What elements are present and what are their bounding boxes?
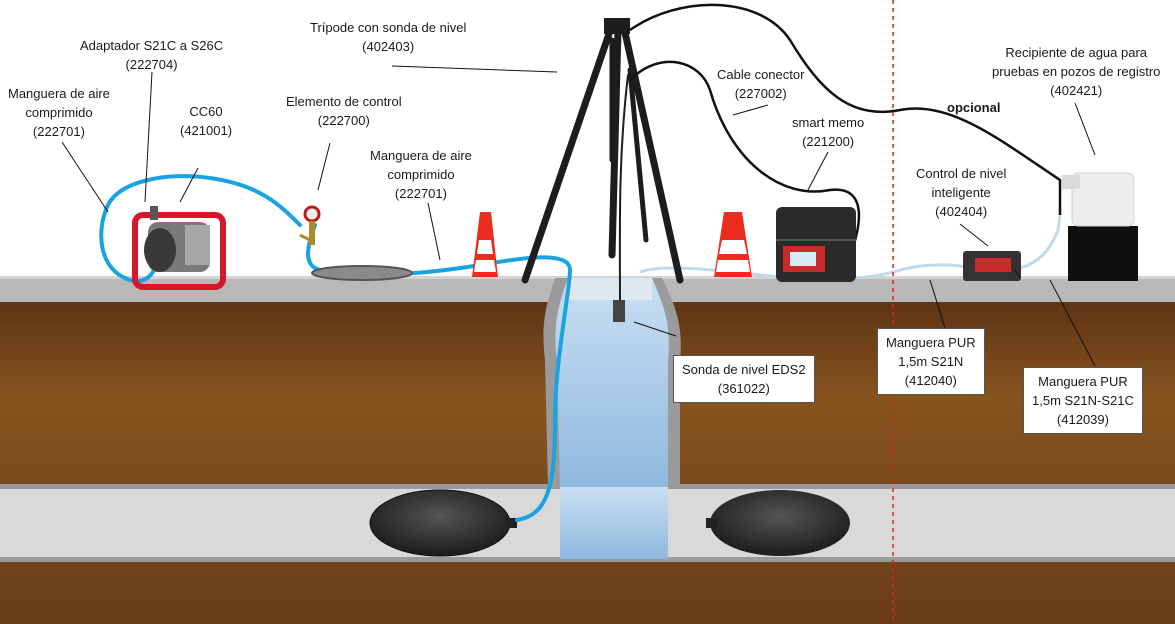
label-code: (402403) xyxy=(362,39,415,54)
label-text: Manguera PUR xyxy=(886,335,976,350)
label-tripod: Trípode con sonda de nivel (402403) xyxy=(310,18,466,56)
label-text: pruebas en pozos de registro xyxy=(992,64,1161,79)
label-code: (361022) xyxy=(717,381,770,396)
pipe-plug-left xyxy=(370,490,510,556)
label-air-hose-mid: Manguera de aire comprimido (222701) xyxy=(370,146,472,203)
label-text: Adaptador S21C a S26C xyxy=(80,38,224,53)
pipe-plug-right xyxy=(710,490,850,556)
smart-memo-device xyxy=(776,207,856,282)
label-text: Sonda de nivel EDS2 xyxy=(682,362,806,377)
label-text: Trípode con sonda de nivel xyxy=(310,20,467,35)
label-adapter: Adaptador S21C a S26C (222704) xyxy=(80,36,223,74)
water-container xyxy=(1062,172,1138,281)
label-water-container: Recipiente de agua para pruebas en pozos… xyxy=(992,43,1160,100)
label-code: (402421) xyxy=(1050,83,1103,98)
label-text: Recipiente de agua para xyxy=(1005,45,1148,60)
tripod xyxy=(521,18,684,306)
label-cable: Cable conector (227002) xyxy=(717,65,804,103)
label-code: (222704) xyxy=(125,57,178,72)
label-text: 1,5m S21N-S21C xyxy=(1032,393,1134,408)
manhole-cover xyxy=(311,265,413,281)
level-control-device xyxy=(963,251,1021,281)
control-element xyxy=(299,205,321,245)
traffic-cone-left xyxy=(472,212,498,277)
label-text: comprimido xyxy=(25,105,93,120)
label-code: (222700) xyxy=(317,113,370,128)
label-code: (402404) xyxy=(935,204,988,219)
label-text: comprimido xyxy=(387,167,455,182)
leader-lines xyxy=(61,65,1096,367)
label-text: Manguera PUR xyxy=(1038,374,1128,389)
label-text: 1,5m S21N xyxy=(898,354,964,369)
label-optional: opcional xyxy=(947,100,1001,115)
label-code: (222701) xyxy=(394,186,447,201)
connector-cable xyxy=(629,3,1062,215)
cc60-compressor xyxy=(132,206,226,290)
label-pur-hose-a: Manguera PUR 1,5m S21N (412040) xyxy=(877,328,985,395)
label-air-hose-left: Manguera de aire comprimido (222701) xyxy=(8,84,110,141)
label-level-probe: Sonda de nivel EDS2 (361022) xyxy=(673,355,815,403)
label-text: smart memo xyxy=(792,115,865,130)
label-control-element: Elemento de control (222700) xyxy=(286,92,402,130)
label-code: (412039) xyxy=(1056,412,1109,427)
label-level-control: Control de nivel inteligente (402404) xyxy=(916,164,1006,221)
label-code: (227002) xyxy=(734,86,787,101)
label-text: inteligente xyxy=(931,185,991,200)
label-text: CC60 xyxy=(189,104,223,119)
label-text: Manguera de aire xyxy=(8,86,110,101)
label-code: (221200) xyxy=(802,134,855,149)
label-text: Elemento de control xyxy=(286,94,402,109)
label-smart-memo: smart memo (221200) xyxy=(792,113,864,151)
label-cc60: CC60 (421001) xyxy=(180,102,232,140)
traffic-cone-right xyxy=(714,212,752,277)
label-text: Control de nivel xyxy=(916,166,1007,181)
label-pur-hose-b: Manguera PUR 1,5m S21N-S21C (412039) xyxy=(1023,367,1143,434)
label-code: (421001) xyxy=(180,123,233,138)
label-code: (412040) xyxy=(904,373,957,388)
label-text: Cable conector xyxy=(717,67,805,82)
label-code: (222701) xyxy=(32,124,85,139)
label-text: Manguera de aire xyxy=(370,148,472,163)
